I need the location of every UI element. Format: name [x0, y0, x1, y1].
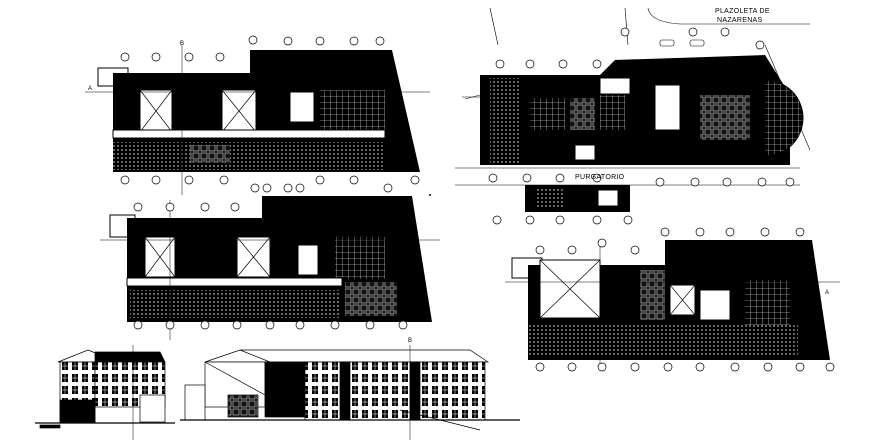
floor-plan-2 [100, 196, 440, 340]
street-label: PURGATORIO [575, 174, 625, 181]
section-mark-a-left: A [88, 86, 93, 92]
plan-1-axis-bubbles [120, 35, 420, 193]
stray-mark [429, 194, 431, 196]
section-mark-a-right: A [825, 290, 830, 296]
plan-2-axis-bubbles [133, 183, 408, 330]
car-icons [659, 39, 705, 47]
building-section-small [35, 345, 175, 440]
plaza-label-line1: PLAZOLETA DE [715, 8, 770, 15]
section-mark-b-top: B [180, 41, 185, 47]
building-section-long [180, 345, 520, 440]
site-plan [455, 7, 811, 212]
plan-3-axis-bubbles [535, 227, 835, 372]
site-plan-axis-bubbles [488, 27, 795, 225]
section-mark-b-bottom: B [408, 338, 413, 344]
floor-plan-3 [505, 240, 840, 370]
floor-plan-1 [85, 45, 430, 195]
plaza-label-line2: NAZARENAS [717, 17, 763, 24]
